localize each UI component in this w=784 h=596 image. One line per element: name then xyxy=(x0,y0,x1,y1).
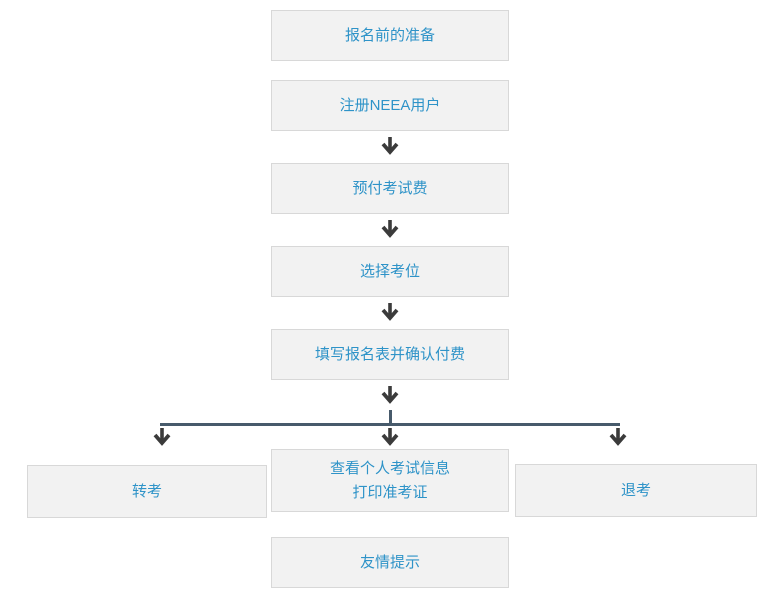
flow-branch-withdraw-exam[interactable]: 退考 xyxy=(515,464,757,517)
branch-vertical-connector xyxy=(389,410,392,426)
flow-footer-friendly-tips[interactable]: 友情提示 xyxy=(271,537,509,588)
flow-branch-label-line2: 打印准考证 xyxy=(352,483,428,501)
down-arrow-icon xyxy=(153,428,171,446)
down-arrow-icon xyxy=(609,428,627,446)
down-arrow-icon xyxy=(381,137,399,155)
flow-branch-label: 退考 xyxy=(620,481,651,499)
flow-step-label: 预付考试费 xyxy=(352,179,428,197)
flow-step-fill-form-confirm-payment[interactable]: 填写报名表并确认付费 xyxy=(271,329,509,380)
flow-step-label: 选择考位 xyxy=(359,262,420,280)
flow-step-label: 报名前的准备 xyxy=(344,26,435,44)
flow-step-choose-seat[interactable]: 选择考位 xyxy=(271,246,509,297)
branch-horizontal-connector xyxy=(160,423,620,426)
down-arrow-icon xyxy=(381,386,399,404)
down-arrow-icon xyxy=(381,428,399,446)
flow-footer-label: 友情提示 xyxy=(359,553,420,571)
down-arrow-icon xyxy=(381,303,399,321)
flow-branch-view-info-print-ticket[interactable]: 查看个人考试信息 打印准考证 xyxy=(271,449,509,512)
flow-step-register-neea[interactable]: 注册NEEA用户 xyxy=(271,80,509,131)
down-arrow-icon xyxy=(381,220,399,238)
flow-step-preparation[interactable]: 报名前的准备 xyxy=(271,10,509,61)
flow-step-prepay-fee[interactable]: 预付考试费 xyxy=(271,163,509,214)
flow-branch-transfer-exam[interactable]: 转考 xyxy=(27,465,267,518)
flow-branch-label-line1: 查看个人考试信息 xyxy=(329,459,450,477)
flow-step-label: 注册NEEA用户 xyxy=(339,96,441,114)
flow-branch-label: 转考 xyxy=(131,482,162,500)
flow-step-label: 填写报名表并确认付费 xyxy=(314,345,465,363)
